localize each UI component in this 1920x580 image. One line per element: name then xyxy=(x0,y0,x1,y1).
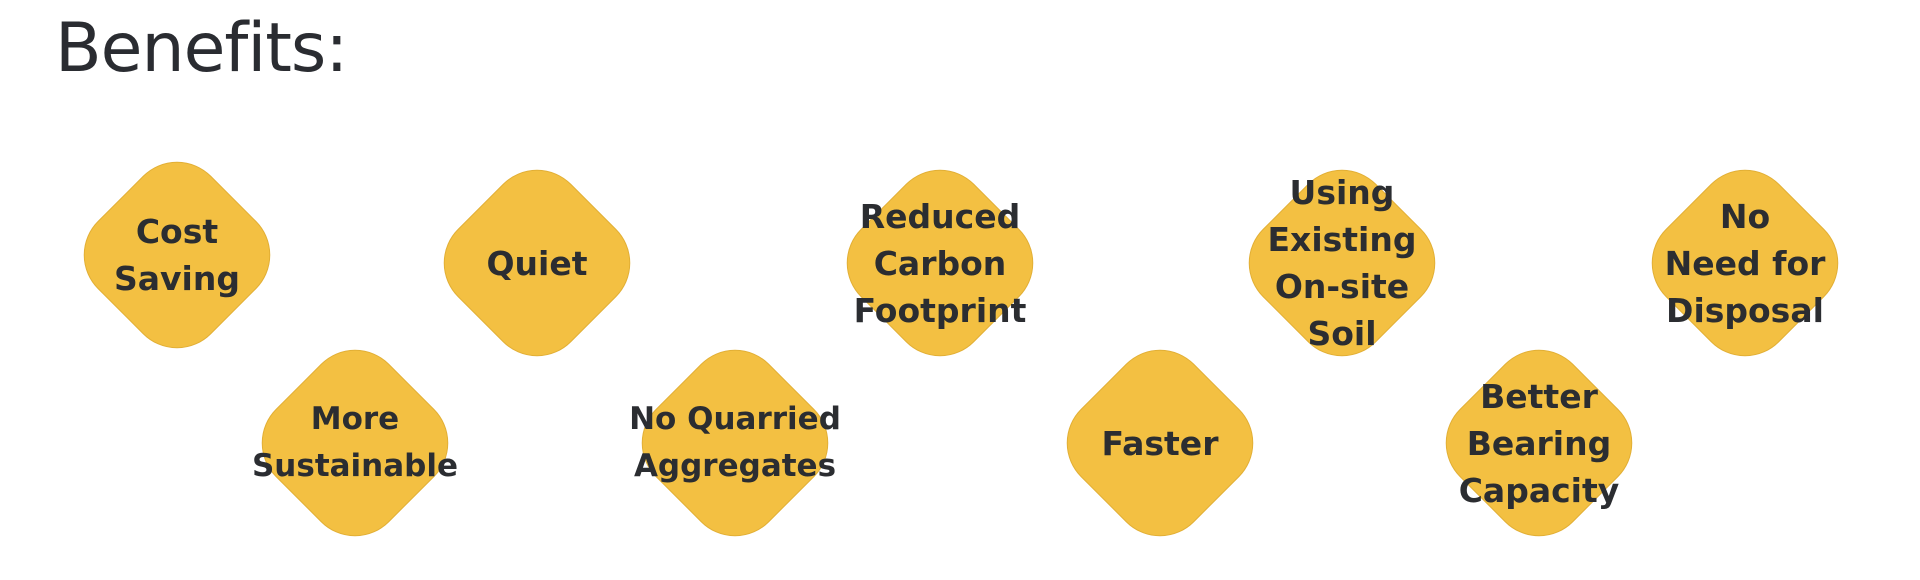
benefit-label: Reduced Carbon Footprint xyxy=(853,196,1027,330)
page-title: Benefits: xyxy=(55,9,348,88)
benefit-label: More Sustainable xyxy=(251,401,459,484)
benefit-no-need-for-disposal: No Need for Disposal xyxy=(1630,148,1860,378)
benefit-reduced-carbon-footprint: Reduced Carbon Footprint xyxy=(825,148,1055,378)
benefit-more-sustainable: More Sustainable xyxy=(240,328,470,558)
benefit-label: Faster xyxy=(1101,423,1219,463)
benefit-label: Better Bearing Capacity xyxy=(1458,376,1620,510)
benefit-label: No Need for Disposal xyxy=(1664,196,1826,330)
benefit-label: Cost Saving xyxy=(114,212,240,298)
benefit-no-quarried-aggregates: No Quarried Aggregates xyxy=(620,328,850,558)
benefit-using-existing-onsite-soil: Using Existing On-site Soil xyxy=(1227,148,1457,378)
benefit-cost-saving: Cost Saving xyxy=(62,140,292,370)
benefit-better-bearing-capacity: Better Bearing Capacity xyxy=(1424,328,1654,558)
benefit-label: No Quarried Aggregates xyxy=(629,401,841,484)
benefit-label: Using Existing On-site Soil xyxy=(1267,173,1417,353)
benefit-faster: Faster xyxy=(1045,328,1275,558)
benefit-label: Quiet xyxy=(486,243,588,283)
benefit-quiet: Quiet xyxy=(422,148,652,378)
